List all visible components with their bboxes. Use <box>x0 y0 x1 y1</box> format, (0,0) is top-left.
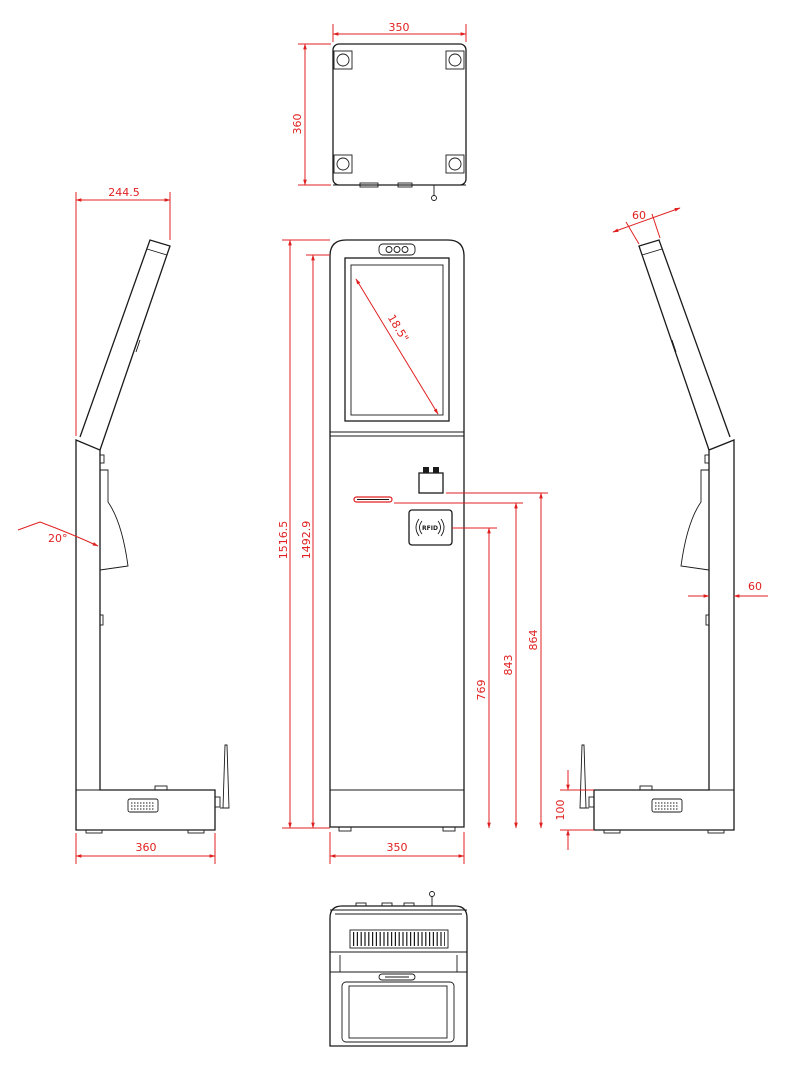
card-slot <box>353 496 393 503</box>
dim-front-body-height: 1492.9 <box>300 521 313 560</box>
rfid-label: RFID <box>422 525 438 532</box>
foot-bottom-right <box>445 154 465 174</box>
foot-top-left <box>333 50 353 70</box>
dim-front-base-width: 350 <box>387 841 408 854</box>
left-side-view: 244.5 20° 360 <box>17 186 230 864</box>
camera-module-bottom <box>378 973 416 981</box>
dim-top-width: 350 <box>389 21 410 34</box>
dim-top-depth: 360 <box>291 114 304 135</box>
dim-scanner-height: 864 <box>527 630 540 651</box>
top-view: 350 360 <box>291 21 467 201</box>
right-side-view: 60 60 100 <box>554 207 768 850</box>
dim-right-top-width: 60 <box>632 209 646 222</box>
camera-module <box>378 243 416 256</box>
dim-left-base-depth: 360 <box>136 841 157 854</box>
foot-top-right <box>445 50 465 70</box>
vent-grille <box>349 929 449 949</box>
dim-left-angle: 20° <box>48 532 68 545</box>
dim-left-top-offset: 244.5 <box>108 186 140 199</box>
front-view: RFID 18.5" 769 843 864 1516.5 1492.9 350 <box>277 239 548 864</box>
speaker-grille-right <box>651 798 683 813</box>
speaker-grille-left <box>127 798 159 813</box>
dim-right-column-width: 60 <box>748 580 762 593</box>
antenna-left-view <box>220 744 230 809</box>
antenna-top-view <box>431 185 437 201</box>
dim-front-total-height: 1516.5 <box>277 521 290 560</box>
dim-rfid-height: 769 <box>475 680 488 701</box>
bottom-view <box>329 891 468 1047</box>
dim-card-slot-height: 843 <box>502 655 515 676</box>
dim-right-base-height: 100 <box>554 800 567 821</box>
dim-screen-diagonal: 18.5" <box>385 312 411 344</box>
antenna-bottom-view <box>429 891 435 906</box>
screen <box>344 257 450 422</box>
barcode-scanner <box>418 467 444 494</box>
antenna-right-view <box>579 744 589 809</box>
rfid-reader: RFID <box>408 509 453 546</box>
foot-bottom-left <box>333 154 353 174</box>
